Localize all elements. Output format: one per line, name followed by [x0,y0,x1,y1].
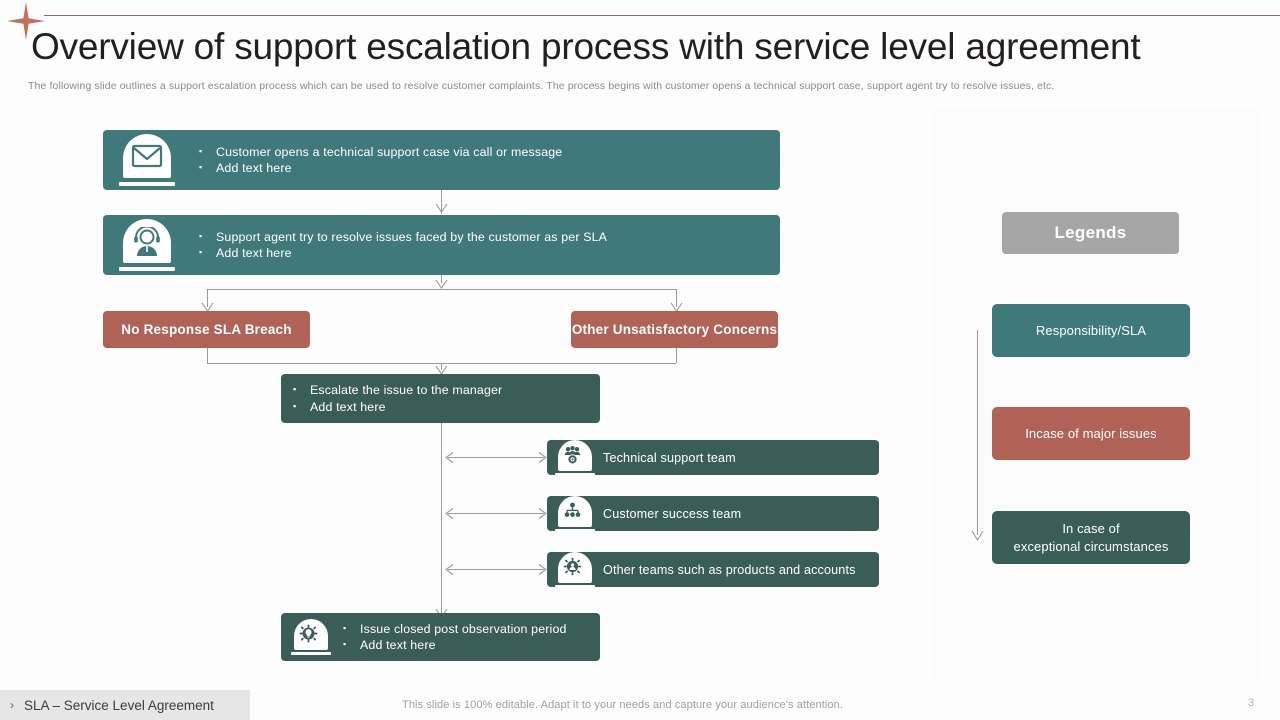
connector-split-right-drop [676,289,677,307]
legend-item-exceptional[interactable]: In case of exceptional circumstances [992,511,1190,564]
flow-step-4-box[interactable]: Issue closed post observation period Add… [281,613,600,661]
double-arrow-team-3 [445,564,547,575]
legend-item-label-3-line2: exceptional circumstances [1013,538,1169,554]
arrow-down-step1-step2 [435,203,448,213]
gear-bulb-icon [291,619,331,655]
connector-split-horizontal [207,289,676,290]
support-agent-icon [119,219,175,271]
page-title: Overview of support escalation process w… [31,26,1141,67]
flow-step-4-bullet-2: Add text here [343,636,567,654]
connector-left-branch-down [207,348,208,363]
flow-step-3-bullets: Escalate the issue to the manager Add te… [293,381,502,416]
connector-right-branch-down [676,348,677,363]
legend-title: Legends [1002,212,1179,254]
team-label-1: Technical support team [603,450,736,465]
legend-arrow-head-icon [971,530,984,542]
team-box-1[interactable]: Technical support team [547,439,879,476]
top-rule-divider [44,15,1280,16]
connector-merge-stem [441,363,442,370]
flow-step-1-bullets: Customer opens a technical support case … [199,143,562,177]
flow-step-1-box[interactable]: Customer opens a technical support case … [103,130,780,190]
branch-right-box[interactable]: Other Unsatisfactory Concerns [571,311,778,348]
flow-step-4-bullets: Issue closed post observation period Add… [343,620,567,654]
flow-step-2-bullets: Support agent try to resolve issues face… [199,228,607,262]
legend-item-major-issues[interactable]: Incase of major issues [992,407,1190,460]
page-subtitle: The following slide outlines a support e… [28,80,1055,92]
flow-step-2-bullet-1: Support agent try to resolve issues face… [199,228,607,246]
envelope-icon [119,134,175,186]
double-arrow-team-2 [445,508,547,519]
legend-panel [930,110,1260,680]
team-gear-icon [555,439,595,476]
footer-note: This slide is 100% editable. Adapt it to… [402,699,843,711]
star-decoration-icon [7,2,45,40]
connector-spine-vertical [441,423,442,618]
flow-step-3-bullet-2: Add text here [293,398,502,416]
flow-step-2-box[interactable]: Support agent try to resolve issues face… [103,215,780,275]
branch-right-label: Other Unsatisfactory Concerns [571,322,778,337]
connector-step1-step2 [441,190,442,214]
branch-left-box[interactable]: No Response SLA Breach [103,311,310,348]
flow-step-1-bullet-2: Add text here [199,159,562,177]
org-chart-icon [555,495,595,532]
chevron-right-icon: › [10,698,14,712]
branch-left-label: No Response SLA Breach [121,322,292,337]
flow-step-4-bullet-1: Issue closed post observation period [343,620,567,638]
flow-step-3-bullet-1: Escalate the issue to the manager [293,381,502,399]
team-label-3: Other teams such as products and account… [603,562,856,577]
legend-item-label-3-line1: In case of [1062,520,1120,536]
connector-split-left-drop [207,289,208,307]
footer-tag[interactable]: › SLA – Service Level Agreement [0,690,250,720]
legend-item-responsibility[interactable]: Responsibility/SLA [992,304,1190,357]
arrow-down-split [435,279,448,289]
legend-item-label-1: Responsibility/SLA [1035,322,1147,338]
footer-tag-label: SLA – Service Level Agreement [24,697,214,713]
legend-item-label-2: Incase of major issues [1025,425,1157,441]
flow-step-1-bullet-1: Customer opens a technical support case … [199,143,562,161]
flow-step-3-box[interactable]: Escalate the issue to the manager Add te… [281,374,600,423]
page-number: 3 [1248,697,1255,709]
team-box-3[interactable]: Other teams such as products and account… [547,551,879,588]
gear-person-icon [555,551,595,588]
team-label-2: Customer success team [603,506,742,521]
double-arrow-team-1 [445,452,547,463]
legend-arrow-line [977,330,978,535]
connector-step2-split-stem [441,275,442,283]
team-box-2[interactable]: Customer success team [547,495,879,532]
flow-step-2-bullet-2: Add text here [199,244,607,262]
